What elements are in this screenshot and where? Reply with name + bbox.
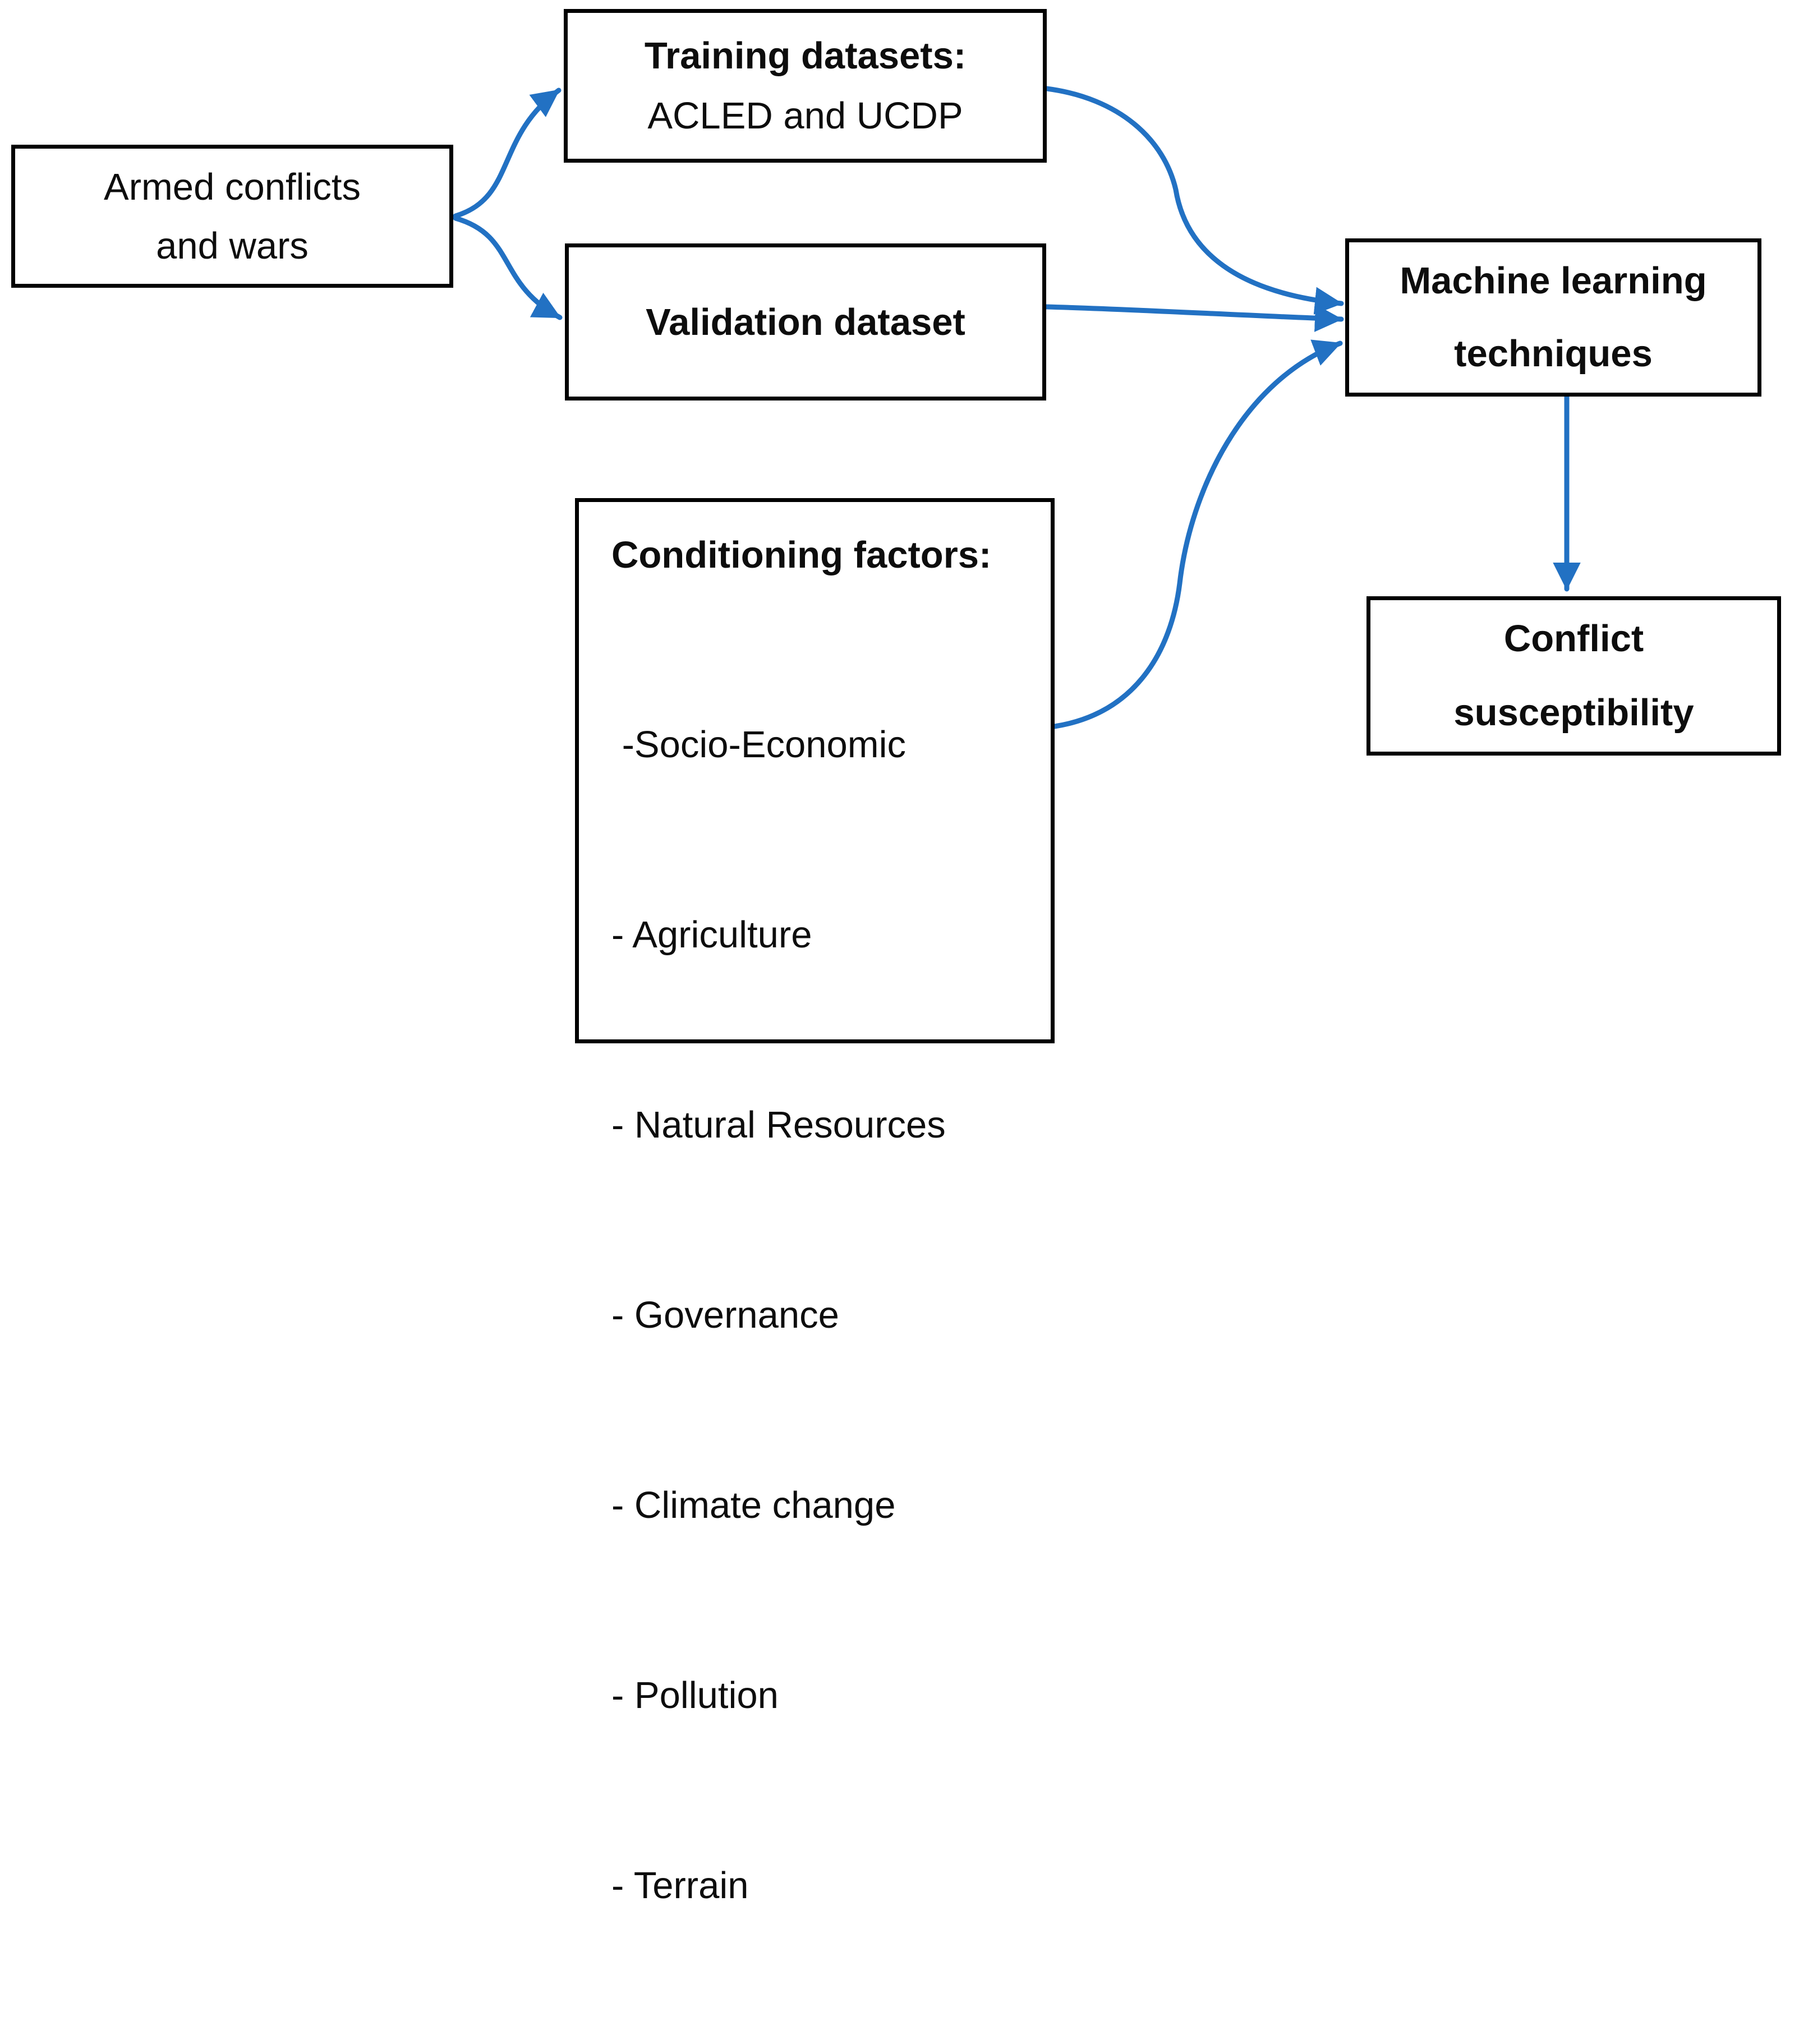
training-datasets-title: Training datasets: bbox=[644, 35, 967, 77]
validation-dataset-box: Validation dataset bbox=[565, 243, 1046, 400]
factor-socio-economic: -Socio-Economic bbox=[611, 724, 907, 766]
conditioning-factors-box: Conditioning factors: -Socio-Economic - … bbox=[575, 498, 1055, 1907]
conflict-susceptibility-box: Conflict susceptibility bbox=[1366, 596, 1781, 756]
conflict-susceptibility-line2: susceptibility bbox=[1453, 692, 1694, 734]
factor-terrain: - Terrain bbox=[611, 1865, 749, 1907]
machine-learning-box: Machine learning techniques bbox=[1345, 238, 1761, 397]
armed-conflicts-box: Armed conflicts and wars bbox=[11, 145, 453, 288]
arrow-validation-to-ml bbox=[1043, 304, 1344, 332]
arrow-conditioning-to-ml bbox=[1052, 339, 1343, 729]
armed-conflicts-line2: and wars bbox=[156, 224, 309, 267]
machine-learning-line1: Machine learning bbox=[1400, 260, 1707, 302]
arrow-armed-to-training bbox=[453, 88, 562, 219]
factor-agriculture: - Agriculture bbox=[611, 914, 812, 956]
arrow-training-to-ml bbox=[1044, 86, 1344, 315]
factor-pollution: - Pollution bbox=[611, 1674, 779, 1716]
training-datasets-subtitle: ACLED and UCDP bbox=[647, 95, 963, 137]
armed-conflicts-line1: Armed conflicts bbox=[104, 165, 361, 208]
factor-climate-change: - Climate change bbox=[611, 1484, 896, 1526]
conditioning-factors-list: -Socio-Economic - Agriculture - Natural … bbox=[611, 586, 946, 2044]
validation-dataset-title: Validation dataset bbox=[646, 301, 965, 343]
conflict-susceptibility-line1: Conflict bbox=[1503, 618, 1644, 660]
arrow-armed-to-validation bbox=[453, 215, 563, 320]
factor-governance: - Governance bbox=[611, 1294, 839, 1336]
conditioning-factors-title: Conditioning factors: bbox=[611, 534, 992, 576]
machine-learning-line2: techniques bbox=[1454, 333, 1653, 375]
factor-natural-resources: - Natural Resources bbox=[611, 1104, 946, 1146]
training-datasets-box: Training datasets: ACLED and UCDP bbox=[564, 9, 1047, 163]
flow-diagram: Armed conflicts and wars Training datase… bbox=[11, 9, 1781, 1907]
arrows-layer bbox=[453, 86, 1581, 729]
